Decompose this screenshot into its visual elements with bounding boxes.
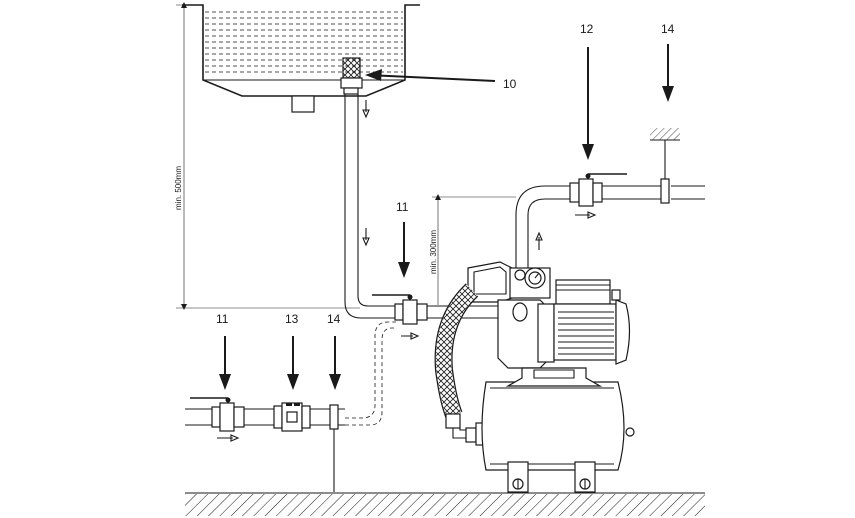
discharge-pipe bbox=[515, 185, 705, 268]
alternative-suction-route bbox=[345, 321, 396, 419]
flow-arrow-suction bbox=[401, 332, 420, 340]
callout-11-left: 11 bbox=[216, 312, 229, 326]
suction-pipe bbox=[344, 94, 395, 319]
pressure-tank bbox=[475, 367, 635, 493]
floor bbox=[185, 492, 705, 516]
pipe-support-ceiling bbox=[650, 128, 680, 204]
callout-13: 13 bbox=[285, 312, 299, 326]
supply-tank bbox=[182, 4, 420, 113]
inlet-supply-line bbox=[185, 397, 345, 492]
suction-shutoff-valve bbox=[372, 294, 428, 325]
callout-14-right: 14 bbox=[661, 22, 675, 36]
discharge-shutoff-valve bbox=[569, 173, 627, 207]
tank-drain-outlet bbox=[291, 95, 315, 113]
flexible-hose bbox=[434, 283, 479, 443]
dimension-min-300: min. 300mm bbox=[429, 194, 516, 305]
tank-strainer bbox=[342, 57, 361, 79]
callout-14-left: 14 bbox=[327, 312, 341, 326]
callout-10: 10 bbox=[503, 77, 517, 91]
callout-11-top: 11 bbox=[396, 200, 409, 214]
tank-water-level bbox=[205, 11, 403, 73]
dimension-min-300-label: min. 300mm bbox=[429, 230, 438, 274]
pump-unit bbox=[467, 261, 631, 369]
callout-12: 12 bbox=[580, 22, 594, 36]
callout-arrows bbox=[219, 44, 674, 390]
dimension-min-500-label: min. 500mm bbox=[174, 166, 183, 210]
dimension-min-500: min. 500mm bbox=[174, 2, 360, 310]
